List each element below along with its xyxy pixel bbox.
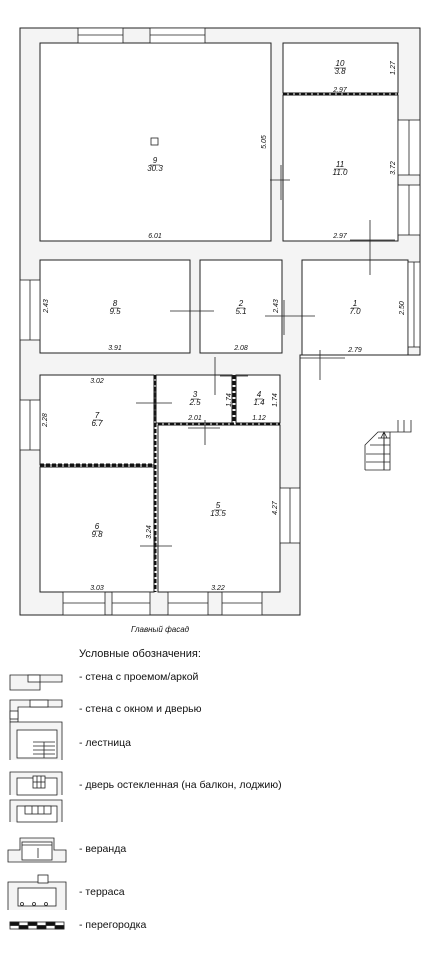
legend-wall-opening-icon	[9, 674, 63, 691]
room-11-number: 11	[336, 160, 344, 169]
dim-label: 2.01	[187, 415, 202, 422]
windows	[19, 27, 421, 616]
dim-label: 1.12	[252, 415, 266, 422]
room-10-number: 10	[336, 59, 345, 68]
room-11-area	[282, 94, 399, 242]
room-9-number: 9	[153, 156, 158, 165]
facade-label: Главный фасад	[131, 625, 190, 634]
room-8-area-label: 9.5	[109, 307, 121, 316]
dim-label: 2.43	[273, 299, 280, 314]
legend-partition-icon	[9, 921, 65, 930]
legend-glazed-door-2-icon	[9, 799, 63, 823]
legend-glazed-door-icon	[9, 771, 63, 796]
room-1-area	[301, 259, 409, 356]
legend-title: Условные обозначения:	[79, 648, 201, 660]
room-5-number: 5	[216, 501, 221, 510]
dim-label: 1.27	[390, 60, 397, 75]
dim-label: 2.97	[332, 233, 348, 240]
room-3-area	[155, 374, 233, 424]
room-8-area	[39, 259, 191, 354]
dim-label: 3.24	[146, 525, 153, 539]
dim-label: 2.79	[347, 347, 362, 354]
legend-item-partition: - перегородка	[79, 919, 147, 931]
room-8-number: 8	[113, 299, 118, 308]
room-9-area-label: 30.3	[147, 164, 163, 173]
legend-veranda-icon	[7, 837, 67, 863]
room-6-area	[39, 466, 155, 593]
dim-label: 3.02	[90, 378, 104, 385]
room-4-area-label: 1.4	[253, 398, 265, 407]
room-2-number: 2	[238, 299, 244, 308]
dimension-labels: 5.05 6.01 1.27 2.97 3.72 2.97 2.43 3.91 …	[42, 60, 406, 592]
dim-label: 2.43	[43, 299, 50, 314]
room-5-area-label: 13.5	[210, 509, 226, 518]
room-1-area-label: 7.0	[349, 307, 361, 316]
rooms	[39, 42, 409, 593]
room-4-area	[235, 374, 281, 424]
dim-label: 3.03	[90, 585, 104, 592]
room-2-area-label: 5.1	[235, 307, 246, 316]
dim-label: 2.28	[42, 413, 49, 428]
legend-item-glazed-door: - дверь остекленная (на балкон, лоджию)	[79, 779, 282, 791]
dim-label: 3.72	[390, 161, 397, 175]
dim-label: 6.01	[148, 233, 162, 240]
room-11-area-label: 11.0	[333, 168, 349, 177]
room-3-number: 3	[193, 390, 198, 399]
dim-label: 1.74	[226, 393, 233, 407]
room-7-number: 7	[95, 411, 100, 420]
legend-item-veranda: - веранда	[79, 843, 127, 855]
staircase-icon	[364, 420, 412, 471]
room-10-area-label: 3.8	[334, 67, 346, 76]
room-6-number: 6	[95, 522, 100, 531]
fixture-square	[150, 137, 159, 146]
legend-terrace-icon	[7, 874, 67, 910]
dim-label: 3.91	[108, 345, 122, 352]
legend-item-wall-opening: - стена с проемом/аркой	[79, 671, 199, 683]
room-9-area	[39, 42, 272, 242]
room-4-number: 4	[257, 390, 262, 399]
dim-label: 2.97	[332, 87, 348, 94]
dim-label: 2.50	[399, 301, 406, 316]
room-3-area-label: 2.5	[188, 398, 201, 407]
door-markers	[136, 165, 395, 560]
room-6-area-label: 9.8	[91, 530, 103, 539]
room-2-area	[199, 259, 283, 354]
room-5-area	[157, 424, 281, 593]
dim-label: 3.22	[211, 585, 225, 592]
legend-item-terrace: - терраса	[79, 886, 125, 898]
dim-label: 2.08	[233, 345, 248, 352]
legend-wall-window-door-icon	[9, 699, 63, 723]
room-labels: 9 30.3 10 3.8 11 11.0 8 9.5 2 5.1 1 7.0 …	[91, 59, 361, 539]
room-1-number: 1	[353, 299, 357, 308]
legend-item-wall-window-door: - стена с окном и дверью	[79, 703, 202, 715]
dim-label: 1.74	[272, 393, 279, 407]
legend-staircase-icon	[9, 721, 63, 760]
legend-symbols	[7, 674, 67, 930]
legend-item-staircase: - лестница	[79, 737, 131, 749]
dim-label: 5.05	[261, 135, 268, 149]
dim-label: 4.27	[272, 500, 279, 515]
room-number-underlines	[93, 67, 359, 532]
room-7-area-label: 6.7	[91, 419, 103, 428]
